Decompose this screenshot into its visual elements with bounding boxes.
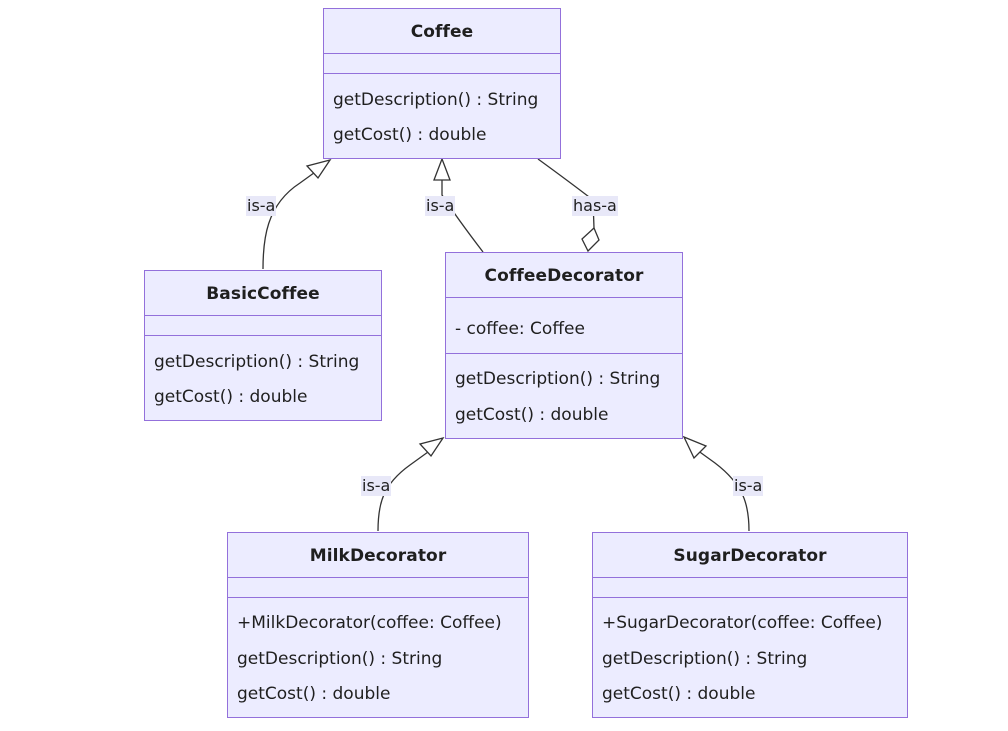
inheritance-arrow-icon: [433, 157, 451, 181]
divider: [324, 73, 560, 74]
method: +MilkDecorator(coffee: Coffee): [237, 613, 502, 633]
method: getCost() : double: [237, 684, 391, 704]
class-basiccoffee[interactable]: BasicCoffee getDescription() : String ge…: [144, 270, 382, 421]
edge-coffeedecorator-coffee-isa: [433, 157, 484, 253]
edge-label-coffeedecorator-isa: is-a: [425, 196, 456, 216]
method: getCost() : double: [154, 387, 308, 407]
method: getDescription() : String: [237, 649, 443, 669]
class-name: BasicCoffee: [206, 283, 320, 304]
class-name: SugarDecorator: [673, 545, 827, 566]
divider: [593, 577, 907, 578]
inheritance-arrow-icon: [682, 435, 708, 460]
edge-label-milkdecorator: is-a: [361, 476, 392, 496]
divider: [228, 577, 528, 578]
class-milkdecorator[interactable]: MilkDecorator +MilkDecorator(coffee: Cof…: [227, 532, 529, 718]
divider: [145, 315, 381, 316]
attribute: - coffee: Coffee: [455, 319, 585, 339]
edge-basiccoffee-coffee: [262, 158, 332, 270]
inheritance-arrow-icon: [305, 158, 332, 180]
divider: [446, 353, 682, 354]
method: getCost() : double: [455, 405, 609, 425]
class-sugardecorator[interactable]: SugarDecorator +SugarDecorator(coffee: C…: [592, 532, 908, 718]
edge-label-basiccoffee: is-a: [246, 196, 277, 216]
aggregation-diamond-icon: [581, 226, 600, 253]
method: getDescription() : String: [455, 369, 661, 389]
divider: [446, 297, 682, 298]
method: getCost() : double: [333, 125, 487, 145]
edge-label-coffeedecorator-hasa: has-a: [572, 196, 618, 216]
divider: [228, 597, 528, 598]
inheritance-arrow-icon: [418, 436, 445, 458]
method: +SugarDecorator(coffee: Coffee): [602, 613, 883, 633]
method: getDescription() : String: [333, 90, 539, 110]
class-name: Coffee: [410, 21, 474, 42]
class-name: CoffeeDecorator: [484, 265, 644, 286]
method: getDescription() : String: [602, 649, 808, 669]
method: getCost() : double: [602, 684, 756, 704]
divider: [145, 335, 381, 336]
class-coffeedecorator[interactable]: CoffeeDecorator - coffee: Coffee getDesc…: [445, 252, 683, 439]
divider: [324, 53, 560, 54]
method: getDescription() : String: [154, 352, 360, 372]
edge-label-sugardecorator: is-a: [733, 476, 764, 496]
class-name: MilkDecorator: [309, 545, 447, 566]
class-coffee[interactable]: Coffee getDescription() : String getCost…: [323, 8, 561, 159]
divider: [593, 597, 907, 598]
